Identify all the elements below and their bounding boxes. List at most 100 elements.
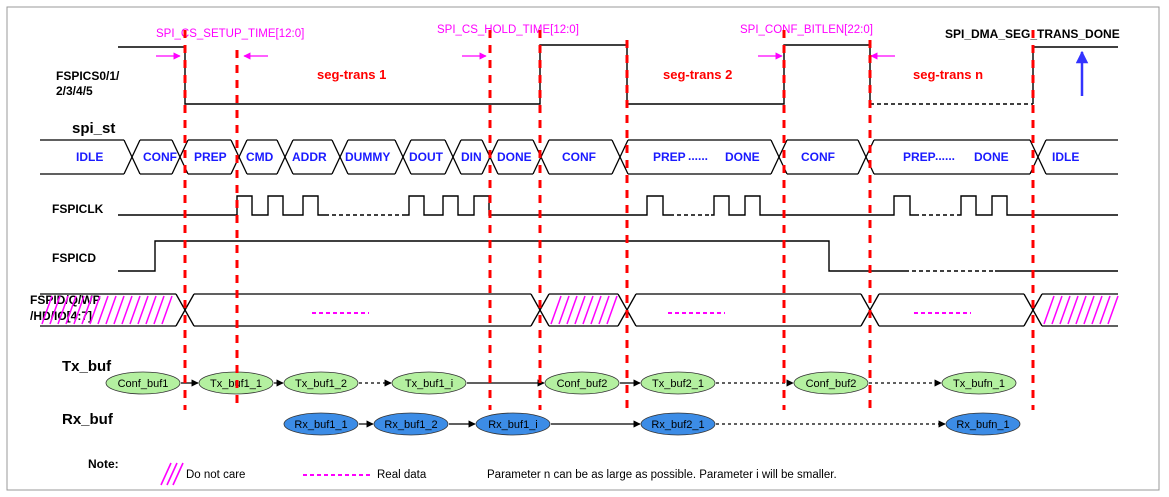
- dont-care-hatch: [81, 295, 93, 325]
- dont-care-hatch: [558, 295, 570, 325]
- dont-care-hatch: [590, 295, 602, 325]
- buffer-label: Conf_buf2: [806, 378, 857, 390]
- tx-buffer-chain: Conf_buf1Tx_buf1_1Tx_buf1_2Tx_buf1_iConf…: [105, 371, 1017, 395]
- state-label: DIN: [461, 150, 482, 164]
- legend-title: Note:: [88, 457, 119, 471]
- state-label: CONF: [143, 150, 177, 164]
- dont-care-hatch: [550, 295, 562, 325]
- buffer-node: [945, 412, 1021, 436]
- buffer-label: Rx_buf2_1: [651, 419, 704, 431]
- dont-care-hatch: [606, 295, 618, 325]
- signal-label-rx: Rx_buf: [62, 411, 114, 428]
- buffer-node: [373, 412, 449, 436]
- segment-boundaries: [183, 30, 1035, 410]
- buffer-label: Tx_buf2_1: [652, 378, 704, 390]
- legend-dont-care-swatch: [160, 462, 184, 486]
- state-label: DOUT: [409, 150, 444, 164]
- signal-label-cs-line2: 2/3/4/5: [56, 84, 93, 98]
- dont-care-hatch: [1099, 295, 1111, 325]
- dont-care-hatch: [41, 295, 53, 325]
- state-label: DONE: [725, 150, 760, 164]
- param-cs-hold-time: SPI_CS_HOLD_TIME[12:0]: [437, 24, 579, 36]
- state-transition: [770, 139, 788, 175]
- data-bus: [40, 293, 1119, 327]
- segment-label-n: seg-trans n: [913, 67, 983, 82]
- dont-care-hatch: [153, 295, 165, 325]
- dont-care-hatch: [129, 295, 141, 325]
- rx-buffer-chain: Rx_buf1_1 Rx_buf1_2 Rx_buf1_i Rx_buf2_1 Rx_b…: [283, 412, 1021, 436]
- state-label: IDLE: [1052, 150, 1079, 164]
- buffer-node: [640, 412, 716, 436]
- state-label: CONF: [562, 150, 596, 164]
- data-transition: [530, 293, 550, 327]
- segment-label-2: seg-trans 2: [663, 67, 732, 82]
- state-label: DONE: [497, 150, 532, 164]
- data-transition: [175, 293, 195, 327]
- buffer-label: Rx_bufn_1: [956, 419, 1009, 431]
- dont-care-hatch: [1091, 295, 1103, 325]
- signal-label-cs-line1: FSPICS0/1/: [56, 69, 120, 83]
- legend-remark: Parameter n can be as large as possible.…: [487, 469, 837, 481]
- buffer-node: [544, 371, 620, 395]
- signal-label-tx: Tx_buf: [62, 358, 112, 375]
- buffer-node: [283, 412, 359, 436]
- state-transition: [611, 139, 629, 175]
- legend-real-data-label: Real data: [377, 469, 427, 481]
- state-transition: [331, 139, 349, 175]
- buffer-label: Rx_buf1_i: [488, 419, 538, 431]
- param-conf-bitlen: SPI_CONF_BITLEN[22:0]: [740, 24, 873, 36]
- dont-care-hatch: [113, 295, 125, 325]
- signal-label-cd: FSPICD: [52, 251, 96, 265]
- signal-label-data-line1: FSPID/Q/WP: [30, 293, 101, 307]
- state-ellipsis: ......: [688, 149, 708, 163]
- state-label: DUMMY: [345, 150, 390, 164]
- dont-care-hatch: [49, 295, 61, 325]
- clk-waveform-4: [958, 195, 1118, 216]
- buffer-label: Rx_buf1_2: [384, 419, 437, 431]
- buffer-node: [640, 371, 716, 395]
- cs-waveform: [118, 44, 871, 105]
- dont-care-hatch: [73, 295, 85, 325]
- dont-care-hatch: [161, 295, 173, 325]
- clk-waveform-3: [711, 195, 915, 216]
- dont-care-hatch: [89, 295, 101, 325]
- clk-waveform-2: [405, 195, 670, 216]
- state-transition: [171, 139, 189, 175]
- buffer-node: [793, 371, 869, 395]
- dont-care-hatch: [1067, 295, 1079, 325]
- param-cs-setup-time: SPI_CS_SETUP_TIME[12:0]: [156, 28, 304, 40]
- buffer-label: Conf_buf2: [557, 378, 608, 390]
- buffer-label: Tx_buf1_i: [405, 378, 453, 390]
- buffer-label: Tx_bufn_1: [953, 378, 1005, 390]
- buffer-label: Tx_buf1_2: [295, 378, 347, 390]
- state-transition: [394, 139, 412, 175]
- state-label: PREP: [653, 150, 686, 164]
- clk-waveform-1: [118, 195, 325, 216]
- diagram-frame: [6, 6, 1160, 491]
- signal-label-clk: FSPICLK: [52, 202, 104, 216]
- state-label: DONE: [974, 150, 1009, 164]
- dont-care-hatch: [137, 295, 149, 325]
- cd-waveform: [118, 240, 905, 272]
- buffer-node: [941, 371, 1017, 395]
- signal-label-spi-st: spi_st: [72, 120, 115, 137]
- dont-care-hatch: [574, 295, 586, 325]
- dont-care-hatch: [1043, 295, 1055, 325]
- state-transition: [444, 139, 462, 175]
- state-label: CONF: [801, 150, 835, 164]
- state-label: PREP: [194, 150, 227, 164]
- state-label: PREP: [903, 150, 936, 164]
- buffer-node: [391, 371, 467, 395]
- buffer-label: Rx_buf1_1: [294, 419, 347, 431]
- dont-care-hatch: [582, 295, 594, 325]
- dont-care-hatch: [598, 295, 610, 325]
- buffer-label: Conf_buf1: [118, 378, 169, 390]
- data-transition: [1023, 293, 1043, 327]
- buffer-node: [475, 412, 551, 436]
- dont-care-hatch: [145, 295, 157, 325]
- dont-care-hatch: [1107, 295, 1119, 325]
- dont-care-hatch: [566, 295, 578, 325]
- dont-care-hatch: [105, 295, 117, 325]
